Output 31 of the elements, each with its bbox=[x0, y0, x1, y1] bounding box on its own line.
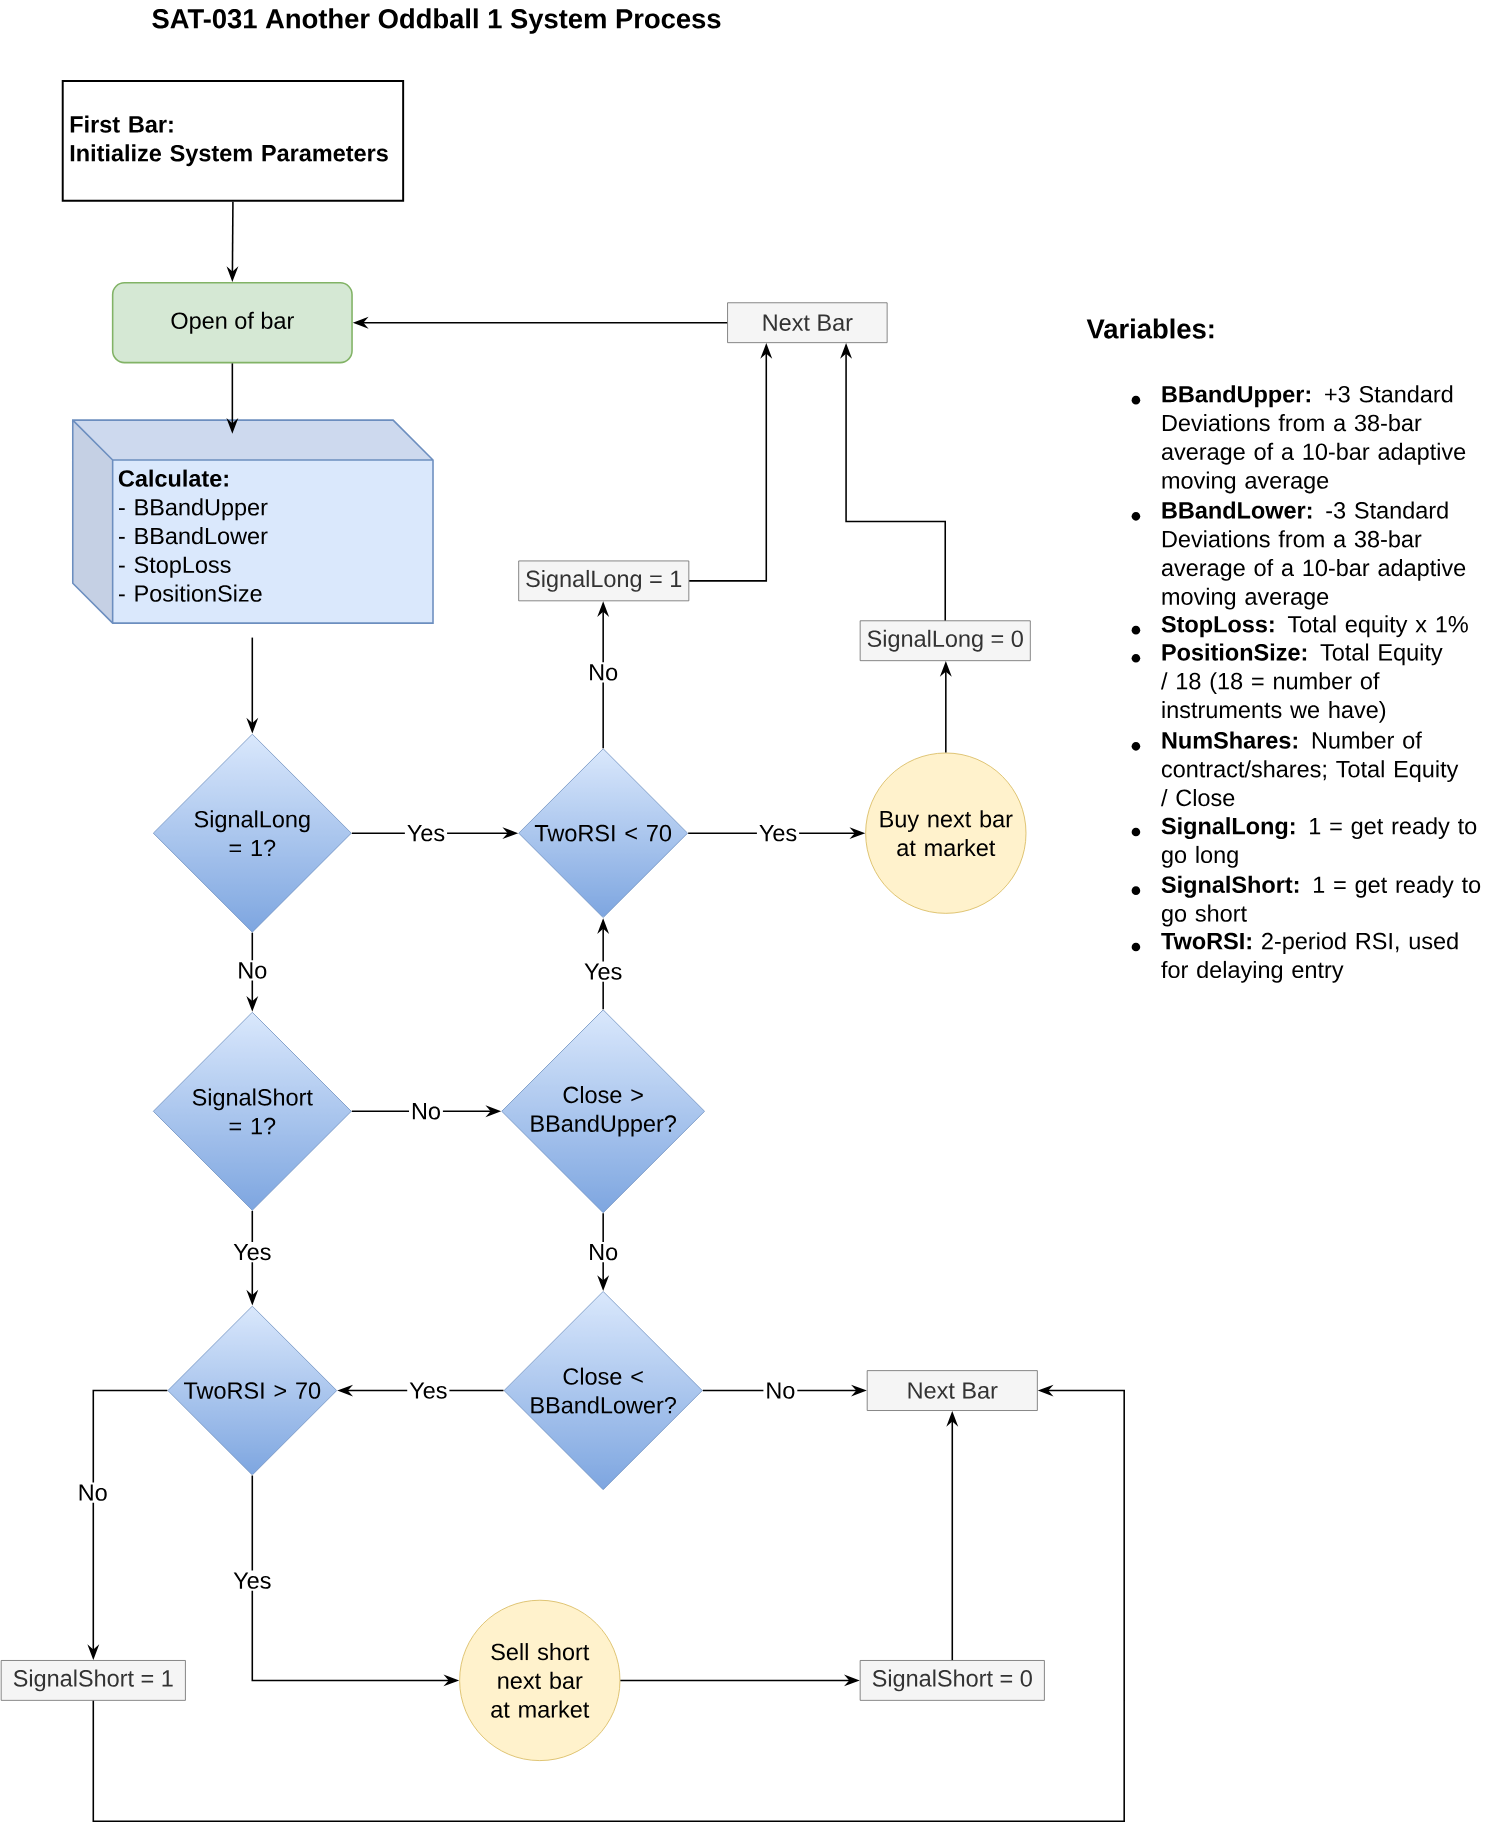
bullet-item: SignalShort: 1 = get ready to go short bbox=[1131, 875, 1481, 927]
edge-label: No bbox=[586, 662, 621, 683]
bullet-item: StopLoss: Total equity x 1% bbox=[1131, 615, 1468, 638]
bullet-item: BBandUpper: +3 Standard Deviations from a 38-bar average of a 10-bar adaptive moving average bbox=[1131, 385, 1466, 494]
bullet-item: PositionSize: Total Equity / 18 (18 = number of instruments we have) bbox=[1131, 643, 1443, 723]
bullet-item: TwoRSI: 2-period RSI, used for delaying entry bbox=[1131, 932, 1458, 983]
bullet-item: NumShares: Number of contract/shares; Total Equity / Close bbox=[1131, 731, 1459, 807]
start-box: Open of bar bbox=[111, 282, 353, 364]
process-box: SignalLong = 0 bbox=[859, 620, 1031, 662]
edge-label: Yes bbox=[404, 823, 448, 844]
edge-label: No bbox=[586, 1241, 621, 1263]
edge-label: No bbox=[409, 1101, 443, 1122]
heading: Variables: bbox=[1086, 318, 1214, 339]
process-box: Next Bar bbox=[727, 302, 888, 344]
bullet-item: BBandLower: -3 Standard Deviations from a 38-bar average of a 10-bar adaptive moving average bbox=[1131, 501, 1466, 610]
edge-label: No bbox=[763, 1380, 798, 1401]
edge-label: Yes bbox=[231, 1570, 274, 1591]
process-box: Next Bar bbox=[866, 1370, 1038, 1411]
process-box: SignalLong = 1 bbox=[518, 560, 690, 602]
edge-label: Yes bbox=[582, 961, 625, 982]
edge-label: No bbox=[235, 960, 270, 981]
edge-label: Yes bbox=[407, 1380, 450, 1401]
edge-label: Yes bbox=[231, 1241, 274, 1263]
edge-label: No bbox=[75, 1482, 110, 1503]
edge-label: Yes bbox=[757, 823, 800, 844]
process-box: SignalShort = 1 bbox=[0, 1660, 186, 1701]
process-cube: Calculate: - BBandUpper - BBandLower - StopLoss - PositionSize bbox=[72, 419, 434, 624]
process-box: SignalShort = 0 bbox=[859, 1660, 1045, 1701]
title: SAT-031 Another Oddball 1 System Process bbox=[152, 8, 721, 34]
process-box: First Bar: Initialize System Parameters bbox=[61, 80, 405, 202]
bullet-item: SignalLong: 1 = get ready to go long bbox=[1131, 817, 1477, 868]
